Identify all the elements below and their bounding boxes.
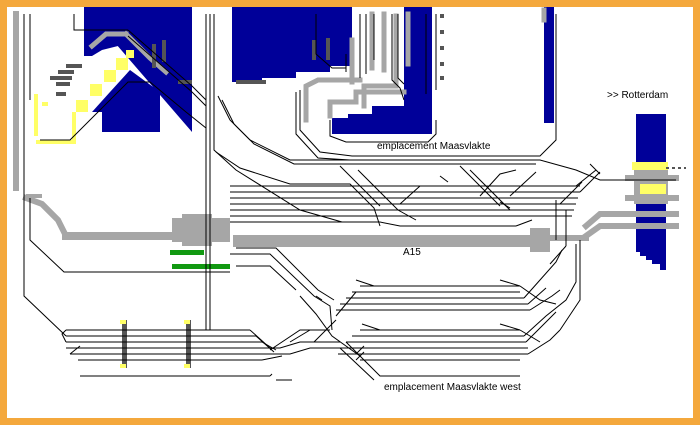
green-signals	[170, 250, 230, 269]
road-east-link-2	[581, 223, 679, 241]
rail-tracks	[23, 14, 676, 381]
green-signal-1	[170, 250, 204, 255]
green-signal-2	[172, 264, 230, 269]
road-north-3	[361, 13, 399, 109]
map-frame	[7, 7, 693, 418]
dark-structures	[50, 14, 444, 368]
label-emplacement-maasvlakte: emplacement Maasvlakte	[377, 141, 491, 152]
road-left-stair-2	[122, 30, 170, 76]
road-left-stair	[88, 31, 129, 50]
rail-map	[13, 7, 686, 381]
label-rotterdam: >> Rotterdam	[607, 90, 669, 101]
road-east-link	[581, 211, 679, 231]
road-north-1	[303, 77, 363, 123]
water-areas	[84, 7, 666, 270]
label-a15: A15	[403, 247, 421, 258]
water-strip-right	[544, 7, 554, 123]
overpass-east	[530, 228, 550, 252]
label-emplacement-maasvlakte-west: emplacement Maasvlakte west	[384, 382, 521, 393]
road-north-2	[327, 89, 407, 119]
water-basin-center	[232, 7, 352, 82]
yellow-signals	[34, 50, 668, 368]
road-west-diag	[22, 194, 71, 241]
overpass-block-2	[182, 214, 212, 246]
